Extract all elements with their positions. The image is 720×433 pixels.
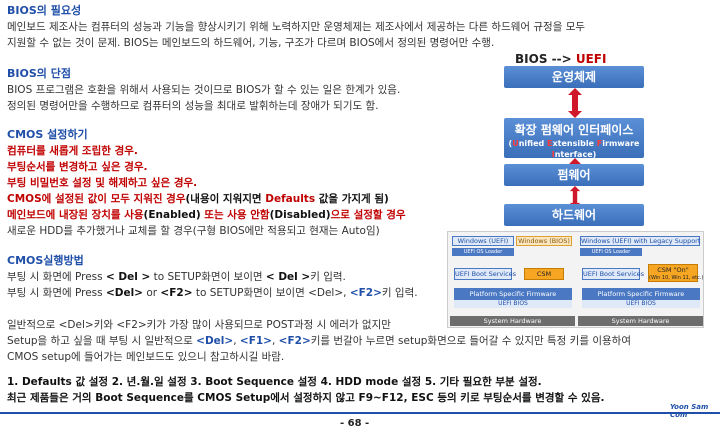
loader-bar: UEFI OS Loader bbox=[580, 248, 642, 256]
cmos-case-note: (내용이 지워지면 bbox=[185, 193, 266, 205]
paragraph-line: 일반적으로 <Del>키와 <F2>키가 가장 많이 사용되므로 POST과정 … bbox=[7, 319, 391, 331]
text: 키 입력. bbox=[381, 287, 418, 299]
disabled-keyword: (Disabled) bbox=[269, 209, 331, 221]
text: 부팅 시 화면에 Press bbox=[7, 271, 106, 283]
text: or bbox=[143, 287, 161, 299]
win-bios-bar: Windows (BIOS) bbox=[516, 236, 572, 246]
csm-on-label: CSM "On" bbox=[657, 266, 689, 274]
enabled-keyword: (Enabled) bbox=[143, 209, 201, 221]
psf-bar: Platform Specific Firmware bbox=[582, 288, 700, 300]
csm-bar: CSM bbox=[524, 268, 564, 280]
cmos-case-text: 또는 사용 안함 bbox=[200, 209, 270, 221]
paragraph-line: 정의된 명령어만을 수행하므로 컴퓨터의 성능을 최대로 발휘하는데 장애가 되… bbox=[7, 100, 379, 112]
cmos-case-text: 메인보드에 내장된 장치를 사용 bbox=[7, 209, 144, 221]
brand-logo: Yoon Sam Com bbox=[670, 403, 709, 419]
page-number: - 68 - bbox=[340, 418, 370, 429]
section-title-bios-weakness: BIOS의 단점 bbox=[7, 67, 71, 80]
uefi-label: 확장 펌웨어 인터페이스 bbox=[514, 123, 634, 137]
text: nified bbox=[518, 139, 548, 148]
paragraph-line: 메인보드 제조사는 컴퓨터의 성능과 기능을 향상시키기 위해 노력하지만 운영… bbox=[7, 21, 586, 33]
os-box: 운영체제 bbox=[504, 66, 644, 88]
summary-note: 최근 제품들은 거의 Boot Sequence를 CMOS Setup에서 설… bbox=[7, 392, 605, 404]
psf-bar: Platform Specific Firmware bbox=[454, 288, 572, 300]
letter: U bbox=[512, 139, 519, 148]
defaults-keyword: Defaults bbox=[265, 193, 316, 205]
double-arrow-icon bbox=[569, 186, 581, 208]
flow-title-uefi: UEFI bbox=[575, 52, 607, 66]
flow-title-bios: BIOS --> bbox=[515, 52, 576, 66]
text: xtensible bbox=[552, 139, 597, 148]
text: nterface) bbox=[554, 150, 597, 159]
right-pane: Windows (UEFI) with Legacy Support UEFI … bbox=[578, 234, 703, 326]
cmos-case-text: 으로 설정할 경우 bbox=[330, 209, 406, 221]
hardware-box: 하드웨어 bbox=[504, 204, 644, 226]
win-uefi-bar: Windows (UEFI) bbox=[452, 236, 514, 246]
text: to SETUP화면이 보이면 <Del>, bbox=[192, 287, 350, 299]
os-label: 운영체제 bbox=[551, 70, 597, 84]
paragraph-line: Setup을 하고 싶을 때 부팅 시 일반적으로 <Del>, <F1>, <… bbox=[7, 334, 631, 348]
uefi-csm-diagram: Windows (UEFI) Windows (BIOS) UEFI OS Lo… bbox=[447, 231, 704, 328]
system-hw-bar: System Hardware bbox=[578, 316, 703, 326]
text: to SETUP화면이 보이면 bbox=[150, 271, 266, 283]
paragraph-line: CMOS setup에 들어가는 메인보드도 있으니 참고하시길 바람. bbox=[7, 351, 285, 363]
key-del: <Del> bbox=[196, 335, 234, 347]
text: irmware bbox=[602, 139, 640, 148]
system-hw-bar: System Hardware bbox=[450, 316, 575, 326]
section-title-cmos-run: CMOS실행방법 bbox=[7, 254, 84, 267]
firmware-label: 펌웨어 bbox=[557, 168, 591, 182]
key-f1: <F1> bbox=[239, 335, 272, 347]
key-f2: <F2> bbox=[160, 287, 193, 299]
uefi-bios-label: UEFI BIOS bbox=[582, 300, 700, 308]
cmos-case: 컴퓨터를 새롭게 조립한 경우. bbox=[7, 145, 138, 157]
paragraph-line: BIOS 프로그램은 호환을 위해서 사용되는 것이므로 BIOS가 할 수 있… bbox=[7, 84, 401, 96]
win-legacy-bar: Windows (UEFI) with Legacy Support bbox=[580, 236, 701, 246]
loader-bar: UEFI OS Loader bbox=[452, 248, 514, 256]
text: 부팅 시 화면에 Press bbox=[7, 287, 106, 299]
cmos-case-text: CMOS에 설정된 값이 모두 지워진 경우 bbox=[7, 193, 186, 205]
uefi-box: 확장 펌웨어 인터페이스 (Unified Extensible Firmwar… bbox=[504, 118, 644, 160]
key-del: <Del> bbox=[105, 287, 143, 299]
key-del: < Del > bbox=[265, 271, 311, 283]
text: Setup을 하고 싶을 때 부팅 시 일반적으로 bbox=[7, 335, 197, 347]
cmos-case: 부팅순서를 변경하고 싶은 경우. bbox=[7, 161, 148, 173]
key-f2: <F2> bbox=[278, 335, 311, 347]
csm-on-note: (Win 10, Win 11, etc.) bbox=[649, 275, 704, 281]
cmos-case-note: 값을 가지게 됨) bbox=[315, 193, 389, 205]
letter: F bbox=[596, 139, 603, 148]
uefi-bios-label: UEFI BIOS bbox=[454, 300, 572, 308]
text: ( bbox=[508, 139, 513, 148]
double-arrow-icon bbox=[568, 88, 582, 118]
summary-steps: 1. Defaults 값 설정 2. 년.월.일 설정 3. Boot Seq… bbox=[7, 376, 542, 388]
section-title-cmos-setup: CMOS 설정하기 bbox=[7, 128, 88, 141]
text: 키 입력. bbox=[310, 271, 346, 283]
paragraph-line: 부팅 시 화면에 Press <Del> or <F2> to SETUP화면이… bbox=[7, 286, 418, 300]
left-pane: Windows (UEFI) Windows (BIOS) UEFI OS Lo… bbox=[450, 234, 575, 326]
paragraph-line: 지원할 수 없는 것이 문제. BIOS는 메인보드의 하드웨어, 기능, 구조… bbox=[7, 37, 495, 49]
cmos-case: CMOS에 설정된 값이 모두 지워진 경우(내용이 지워지면 Defaults… bbox=[7, 192, 389, 206]
section-title-bios-need: BIOS의 필요성 bbox=[7, 4, 82, 17]
csm-on-bar: CSM "On" (Win 10, Win 11, etc.) bbox=[648, 264, 704, 282]
letter: E bbox=[547, 139, 553, 148]
hardware-label: 하드웨어 bbox=[551, 208, 597, 222]
paragraph-line: 부팅 시 화면에 Press < Del > to SETUP화면이 보이면 <… bbox=[7, 270, 346, 284]
text: 키를 번갈아 누르면 setup화면으로 들어갈 수 있지만 특정 키를 이용하… bbox=[310, 335, 631, 347]
cmos-case: 새로운 HDD를 추가했거나 교체를 할 경우(구형 BIOS에만 적용되고 현… bbox=[7, 225, 380, 237]
boot-services-bar: UEFI Boot Services bbox=[582, 268, 645, 280]
cmos-case: 부팅 비밀번호 설정 및 해제하고 싶은 경우. bbox=[7, 177, 198, 189]
letter: I bbox=[551, 150, 555, 159]
text: , bbox=[271, 335, 279, 347]
uefi-fullname: (Unified Extensible Firmware Interface) bbox=[504, 138, 644, 160]
firmware-box: 펌웨어 bbox=[504, 164, 644, 186]
text: , bbox=[233, 335, 240, 347]
key-del: < Del > bbox=[105, 271, 151, 283]
key-f2: <F2> bbox=[349, 287, 382, 299]
cmos-case: 메인보드에 내장된 장치를 사용(Enabled) 또는 사용 안함(Disab… bbox=[7, 208, 406, 222]
flow-title: BIOS --> UEFI bbox=[515, 52, 606, 66]
boot-services-bar: UEFI Boot Services bbox=[454, 268, 517, 280]
footer-divider bbox=[0, 412, 720, 414]
